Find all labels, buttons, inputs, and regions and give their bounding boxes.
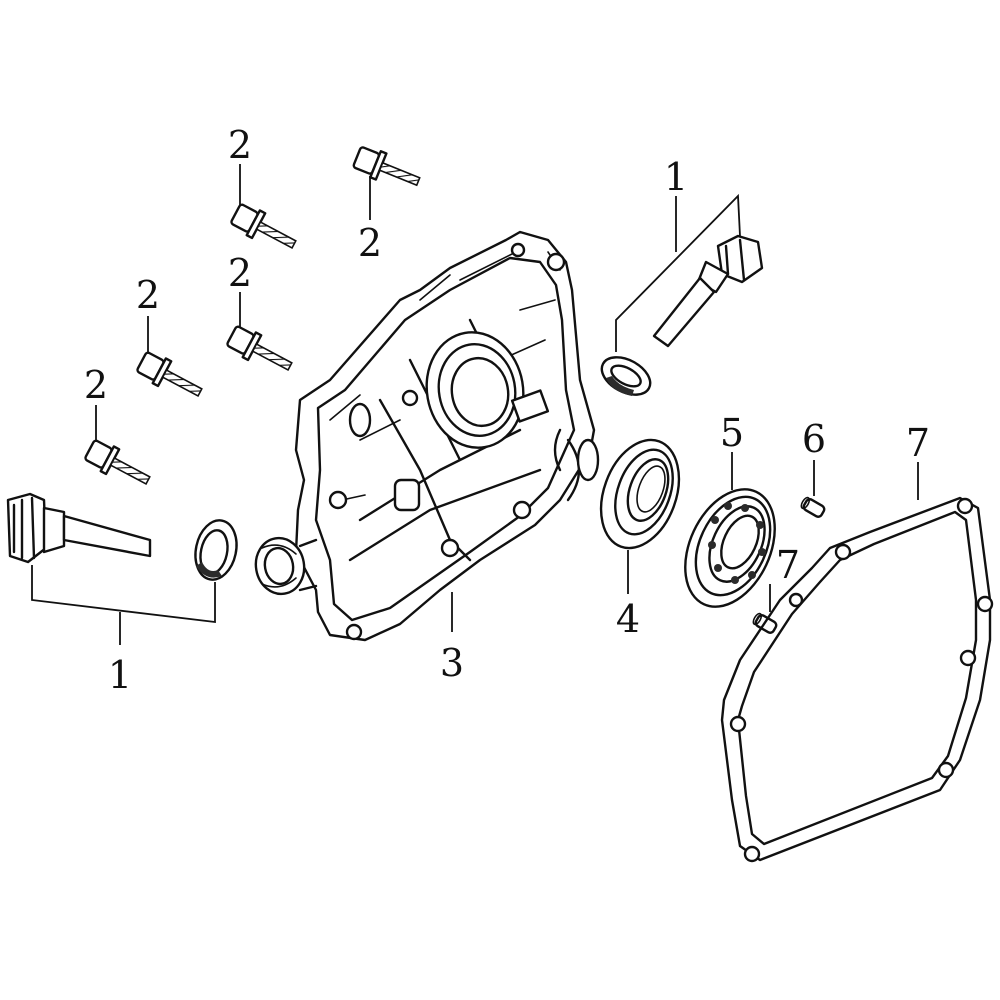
callout-bolt-b: 2 (358, 221, 382, 265)
flange-bolt-b (352, 146, 421, 187)
callout-bolt-a: 2 (228, 123, 252, 167)
leader-1-left (31, 565, 216, 645)
oil-filler-plug-left (6, 492, 152, 564)
callout-dowel-pin-6: 6 (802, 417, 826, 461)
flange-bolt-d (136, 351, 203, 398)
bolt-leaders (95, 164, 371, 442)
crankcase-cover (254, 230, 600, 642)
o-ring-right (600, 356, 652, 396)
callout-oil-seal: 4 (616, 597, 640, 641)
o-ring-left (194, 519, 238, 581)
oil-filler-plug-right (652, 234, 764, 348)
callout-gasket: 7 (906, 421, 930, 465)
callout-ball-bearing: 5 (720, 411, 744, 455)
callout-dowel-pin-7: 7 (776, 543, 800, 587)
gasket (720, 496, 994, 863)
leader-1-right (615, 193, 741, 352)
callout-oil-plug-left: 1 (108, 653, 132, 697)
ball-bearing (684, 488, 776, 608)
oil-seal (599, 438, 681, 550)
callout-bolt-d: 2 (136, 273, 160, 317)
callout-crankcase-cover: 3 (440, 641, 464, 685)
callout-bolt-e: 2 (84, 363, 108, 407)
dowel-pin-7 (752, 612, 778, 634)
flange-bolt-c (226, 325, 293, 372)
dowel-pin-6 (800, 496, 826, 518)
flange-bolt-a (230, 203, 297, 250)
callout-oil-plug-right: 1 (664, 155, 688, 199)
callout-bolt-c: 2 (228, 251, 252, 295)
flange-bolt-e (84, 439, 151, 486)
